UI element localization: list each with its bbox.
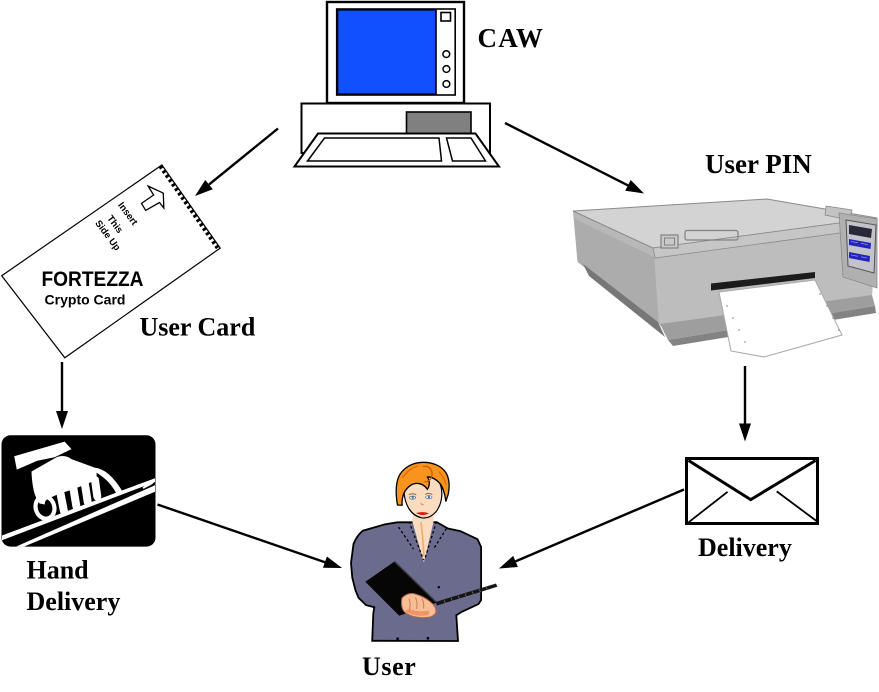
svg-text:Delivery: Delivery — [698, 533, 792, 562]
svg-text:CAW: CAW — [478, 23, 545, 53]
svg-text:Hand: Hand — [27, 556, 90, 585]
svg-text:FORTEZZA: FORTEZZA — [42, 268, 144, 291]
svg-text:User Card: User Card — [140, 313, 256, 342]
svg-text:User: User — [362, 652, 416, 681]
svg-text:Crypto Card: Crypto Card — [45, 292, 126, 308]
svg-text:User PIN: User PIN — [705, 149, 812, 179]
svg-text:Delivery: Delivery — [27, 587, 121, 616]
